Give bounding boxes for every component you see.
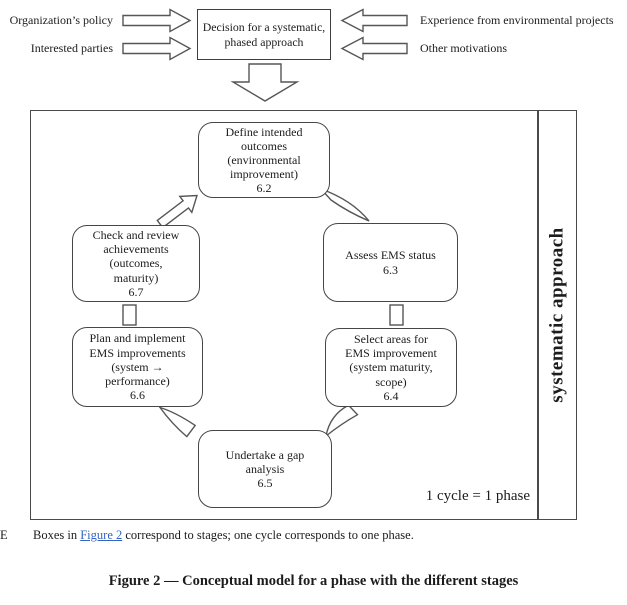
decision-box: Decision for a systematic, phased approa…	[197, 9, 331, 60]
connector-67-to-62-icon	[156, 194, 198, 229]
note-margin-fragment: E	[0, 528, 8, 542]
cycle-equals-phase-note: 1 cycle = 1 phase	[425, 488, 530, 504]
label-other-motivations: Other motivations	[420, 41, 507, 55]
stage-assess-ems-status: Assess EMS status 6.3	[323, 223, 458, 302]
diagram-frame	[30, 110, 538, 520]
stage-select-areas-for-improvement: Select areas for EMS improvement (system…	[325, 328, 457, 407]
note-after-link: correspond to stages; one cycle correspo…	[122, 528, 414, 542]
label-organizations-policy: Organization’s policy	[9, 13, 113, 27]
systematic-approach-label: systematic approach	[546, 227, 568, 403]
connector-63-to-64-icon	[389, 304, 404, 326]
stage-undertake-gap-analysis: Undertake a gap analysis 6.5	[198, 430, 332, 508]
connector-62-to-63-icon	[320, 188, 370, 222]
input-arrow-left-1-icon	[340, 8, 408, 33]
note-before-link: Boxes in	[33, 528, 81, 542]
note-text: Boxes in Figure 2 correspond to stages; …	[33, 528, 414, 543]
input-arrow-right-1-icon	[122, 8, 192, 33]
big-down-arrow-icon	[230, 63, 300, 102]
figure-2-link[interactable]: Figure 2	[80, 528, 123, 542]
systematic-approach-bar: systematic approach	[538, 110, 577, 520]
connector-65-to-66-icon	[158, 406, 197, 438]
input-arrow-left-2-icon	[340, 36, 408, 61]
stage-define-intended-outcomes: Define intended outcomes (environmental …	[198, 122, 330, 198]
input-arrow-right-2-icon	[122, 36, 192, 61]
stage-plan-and-implement-improvements: Plan and implement EMS improvements (sys…	[72, 327, 203, 407]
label-interested-parties: Interested parties	[30, 41, 113, 55]
label-experience-environmental-projects: Experience from environmental projects	[420, 13, 614, 27]
connector-66-to-67-icon	[122, 304, 137, 326]
figure-caption: Figure 2 — Conceptual model for a phase …	[108, 573, 519, 589]
stage-check-and-review-achievements: Check and review achievements (outcomes,…	[72, 225, 200, 302]
